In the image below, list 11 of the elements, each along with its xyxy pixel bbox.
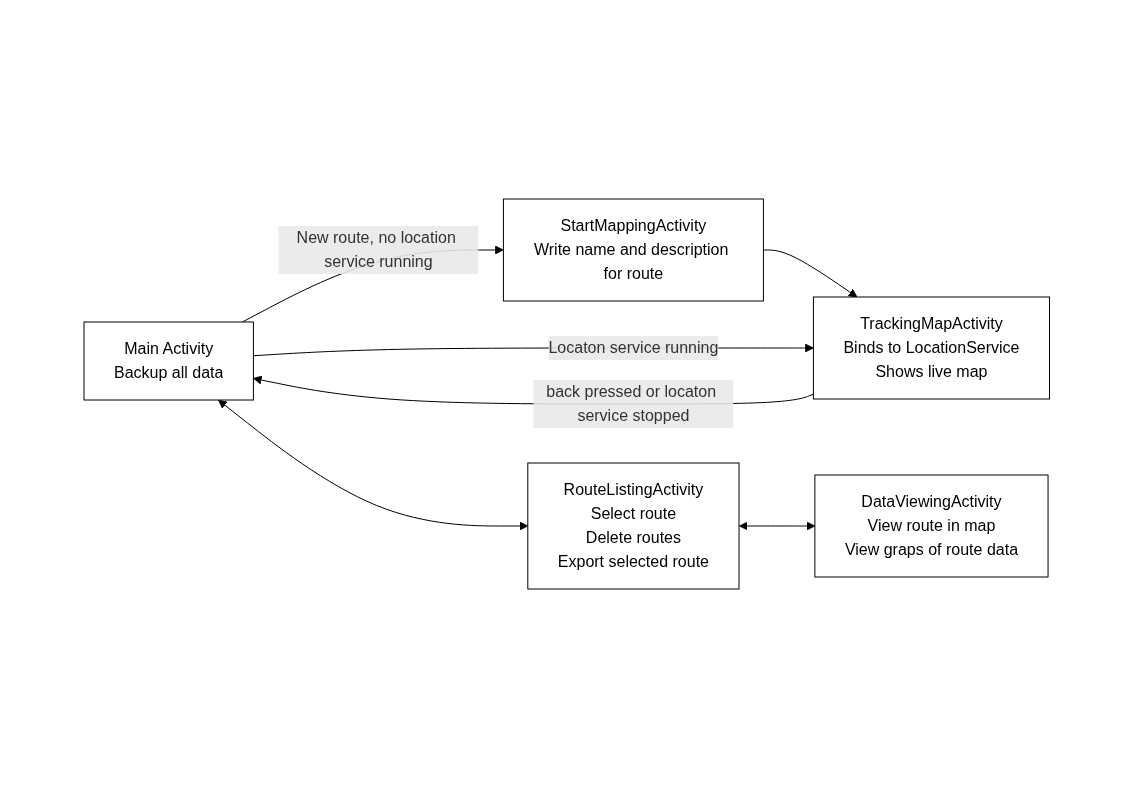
node-box: StartMappingActivity Write name and description for route [502, 198, 764, 301]
node-box: RouteListingActivity Select route Delete routes Export selected route [527, 462, 740, 589]
arrow [217, 399, 528, 530]
edge-label: Locaton service running [548, 338, 719, 356]
edge-label: New route, no location service running [296, 228, 456, 270]
node-box: DataViewingActivity View route in map View graps of route data [814, 474, 1049, 577]
node-box: Main Activity Backup all data [83, 321, 254, 400]
arrow [738, 521, 815, 530]
edge-label: back pressed or locaton service stopped [545, 382, 716, 424]
arrow [762, 249, 858, 297]
node-box: TrackingMapActivity Binds to LocationService Shows live map [812, 296, 1050, 399]
